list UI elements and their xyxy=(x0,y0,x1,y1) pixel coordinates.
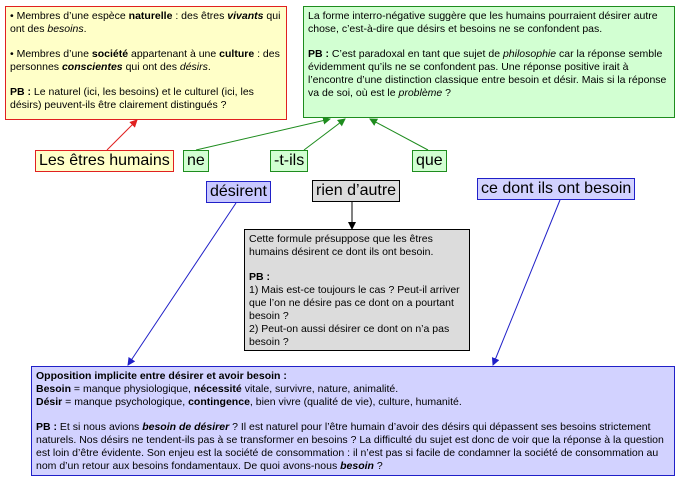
note-problem: PB : Le naturel (ici, les besoins) et le… xyxy=(10,86,254,111)
note-paragraph: • Membres d’une société appartenant à un… xyxy=(10,48,280,73)
besoin-definition: Besoin = manque physiologique, nécessité… xyxy=(36,383,399,395)
word-t-ils: -t-ils xyxy=(270,150,309,172)
note-paragraph: La forme interro-négative suggère que le… xyxy=(308,10,658,35)
word-etres-humains: Les êtres humains xyxy=(35,150,174,172)
arrow-que-to-green xyxy=(369,118,429,151)
arrow-besoin-to-blue xyxy=(491,199,561,366)
word-desirent: désirent xyxy=(206,181,271,203)
note-problem: PB : Et si nous avions besoin de désirer… xyxy=(36,421,664,472)
note-title: Opposition implicite entre désirer et av… xyxy=(36,370,287,382)
arrow-desirent-to-blue xyxy=(127,202,237,366)
note-paragraph: Cette formule présuppose que les êtres h… xyxy=(249,233,434,258)
note-problem-label: PB : xyxy=(249,271,270,283)
desire-need-opposition-note: Opposition implicite entre désirer et av… xyxy=(31,366,675,476)
note-paragraph: • Membres d’une espèce naturelle : des ê… xyxy=(10,10,281,35)
desir-definition: Désir = manque psychologique, contingenc… xyxy=(36,396,462,408)
arrow-tils-to-green xyxy=(303,118,346,151)
note-question-1: 1) Mais est-ce toujours le cas ? Peut-il… xyxy=(249,284,460,322)
arrow-etres-to-yellow xyxy=(106,119,138,151)
nature-culture-note: • Membres d’une espèce naturelle : des ê… xyxy=(5,6,287,120)
interro-negative-note: La forme interro-négative suggère que le… xyxy=(303,6,675,118)
word-ce-dont-ils-ont-besoin: ce dont ils ont besoin xyxy=(477,178,636,200)
note-question-2: 2) Peut-on aussi désirer ce dont on n’a … xyxy=(249,323,450,348)
word-que: que xyxy=(412,150,447,172)
arrow-ne-to-green xyxy=(195,116,331,151)
word-ne: ne xyxy=(183,150,209,172)
presupposition-note: Cette formule présuppose que les êtres h… xyxy=(244,229,470,351)
word-rien-dautre: rien d’autre xyxy=(312,180,401,202)
note-problem: PB : C’est paradoxal en tant que sujet d… xyxy=(308,48,667,99)
